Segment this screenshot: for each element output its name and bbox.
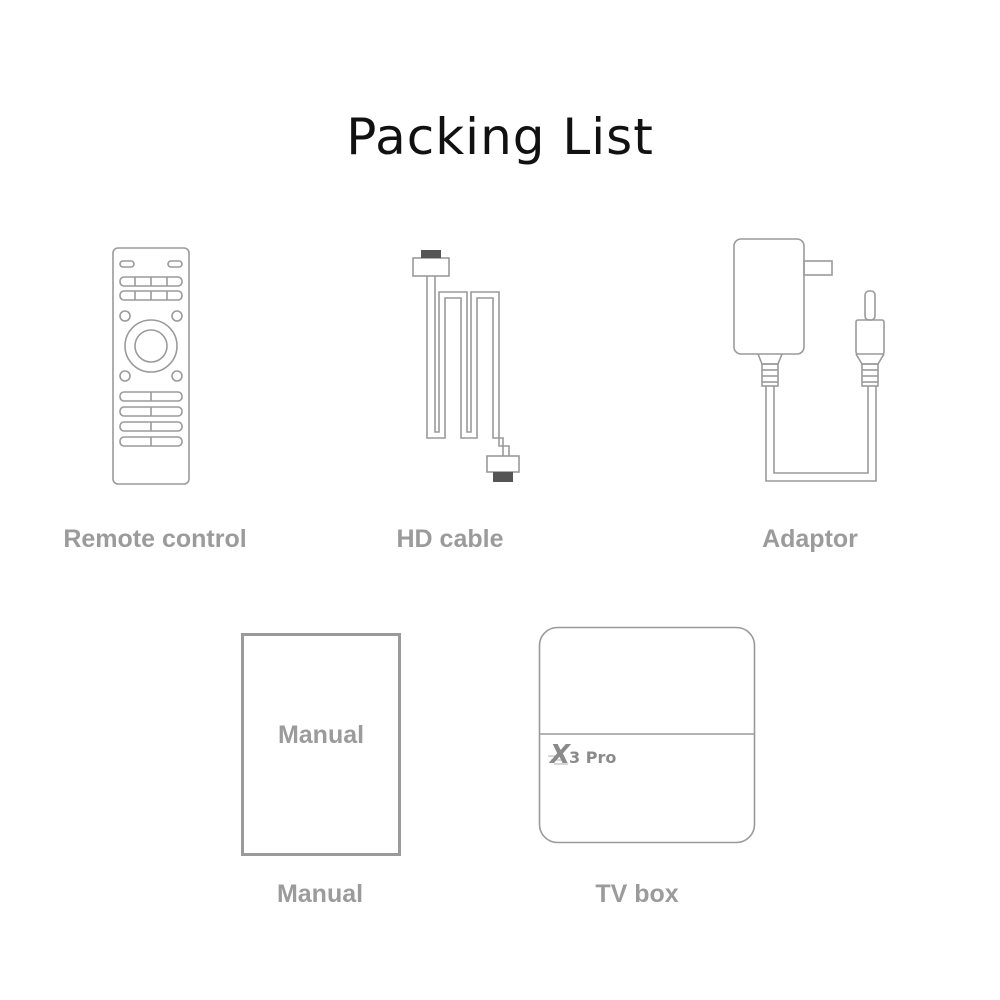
tv-box-icon: X3 Pro <box>538 626 756 844</box>
label-manual: Manual <box>276 880 364 908</box>
manual-booklet-icon: Manual <box>241 633 401 856</box>
tv-box-brand-x: X <box>550 740 570 770</box>
label-remote-control: Remote control <box>63 525 247 553</box>
label-adaptor: Adaptor <box>762 525 858 553</box>
hdmi-cable-icon <box>412 250 520 482</box>
power-adaptor-icon <box>733 238 885 482</box>
label-tv-box: TV box <box>595 880 679 908</box>
remote-control-icon <box>112 247 190 485</box>
label-hd-cable: HD cable <box>396 525 504 553</box>
tv-box-brand-logo: X3 Pro <box>550 740 616 770</box>
tv-box-brand-model: 3 Pro <box>569 748 617 767</box>
page-title: Packing List <box>346 108 654 166</box>
manual-cover-text: Manual <box>277 721 365 749</box>
